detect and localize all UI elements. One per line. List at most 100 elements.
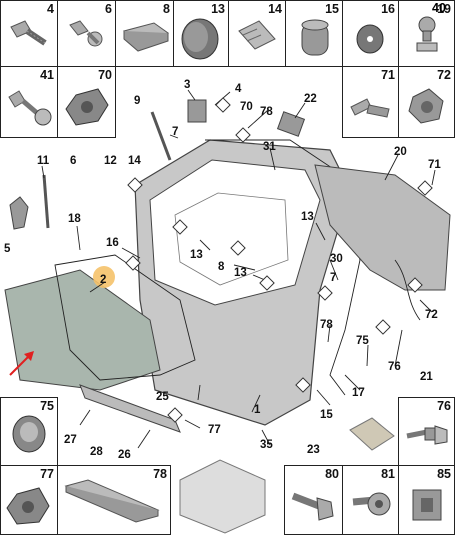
- torx-bolt-icon: [352, 492, 391, 516]
- bracket-22: [276, 111, 306, 137]
- part-number: 77: [40, 467, 54, 481]
- callout: 13: [301, 211, 314, 223]
- callout: 21: [420, 371, 433, 383]
- callout: 35: [260, 439, 273, 451]
- ball-joint-icon: [8, 90, 52, 126]
- callout: 28: [90, 446, 103, 458]
- rivet-clip-icon: [408, 88, 444, 124]
- part-cell-80[interactable]: 80: [284, 465, 343, 535]
- nut-icon: [65, 88, 109, 126]
- callout: 3: [184, 79, 190, 91]
- part-cell-19[interactable]: 19: [398, 0, 455, 67]
- part-number: 15: [325, 2, 339, 16]
- part-number: 75: [40, 399, 54, 413]
- callout: 12: [104, 155, 117, 167]
- part-number: 72: [437, 68, 451, 82]
- callout: 78: [260, 106, 273, 118]
- ball-stud-icon: [416, 16, 438, 52]
- callout: 70: [240, 101, 253, 113]
- foam-pad-icon: [122, 22, 170, 52]
- clip-kit-35: [179, 459, 266, 534]
- nut-icon: [6, 487, 50, 525]
- part-cell-72[interactable]: 72: [398, 66, 455, 138]
- callout: 71: [428, 159, 441, 171]
- part-cell-41[interactable]: 41: [0, 66, 58, 138]
- callout: 8: [218, 261, 225, 273]
- callout: 22: [304, 93, 317, 105]
- part-cell-14[interactable]: 14: [228, 0, 286, 67]
- callout: 76: [388, 361, 401, 373]
- callout: 72: [425, 309, 438, 321]
- callout: 14: [128, 155, 141, 167]
- wiring-cable: [394, 259, 421, 321]
- callout: 9: [134, 95, 140, 107]
- callout: 2: [100, 274, 106, 286]
- callout: 30: [330, 253, 343, 265]
- part-number: 80: [325, 467, 339, 481]
- part-number: 76: [437, 399, 451, 413]
- gas-strut: [150, 111, 172, 161]
- callout: 23: [307, 444, 320, 456]
- trim-panel: [314, 164, 451, 291]
- hardware-23: [349, 417, 395, 451]
- part-cell-77[interactable]: 77: [0, 465, 58, 535]
- callout: 25: [156, 391, 169, 403]
- part-cell-6[interactable]: 6: [57, 0, 116, 67]
- bracket-3: [187, 99, 207, 123]
- part-cell-4[interactable]: 4: [0, 0, 58, 67]
- callout: 17: [352, 387, 365, 399]
- callout: 31: [263, 141, 276, 153]
- grommet-icon: [12, 415, 46, 453]
- number-plate-lamp-trim: [79, 384, 181, 433]
- callout: 11: [37, 155, 50, 167]
- part-cell-75[interactable]: 75: [0, 397, 58, 466]
- clip-icon: [238, 20, 276, 50]
- part-number: 19: [437, 2, 451, 16]
- push-clip-icon: [350, 98, 390, 118]
- callout: 15: [320, 409, 333, 421]
- callout: 4: [235, 83, 242, 95]
- part-number: 71: [381, 68, 395, 82]
- callout: 78: [320, 319, 333, 331]
- highlight-marker: [93, 266, 115, 288]
- callout: 18: [68, 213, 81, 225]
- callout: 13: [190, 249, 203, 261]
- rear-glass: [4, 269, 161, 391]
- cap-icon: [181, 18, 219, 60]
- hinge: [9, 196, 29, 230]
- part-number: 41: [40, 68, 54, 82]
- part-number: 85: [437, 467, 451, 481]
- part-cell-85[interactable]: 85: [398, 465, 455, 535]
- callout: 13: [234, 267, 247, 279]
- part-cell-78[interactable]: 78: [57, 465, 171, 535]
- part-cell-81[interactable]: 81: [342, 465, 399, 535]
- callout: 7: [330, 272, 336, 284]
- callout: 5: [4, 243, 11, 255]
- red-arrow: [9, 354, 31, 376]
- part-cell-70[interactable]: 70: [57, 66, 116, 138]
- bolt-icon: [406, 425, 448, 445]
- callout: 20: [394, 146, 407, 158]
- bolt-icon: [291, 492, 334, 521]
- part-number: 16: [381, 2, 395, 16]
- part-cell-15[interactable]: 15: [285, 0, 343, 67]
- seal-31: [205, 139, 361, 396]
- part-number: 81: [381, 467, 395, 481]
- part-cell-8[interactable]: 8: [115, 0, 174, 67]
- screw-icon: [10, 20, 47, 46]
- gas-strut-11: [42, 174, 50, 229]
- part-number: 13: [211, 2, 225, 16]
- part-cell-13[interactable]: 13: [173, 0, 229, 67]
- callout: 26: [118, 449, 131, 461]
- part-cell-71[interactable]: 71: [342, 66, 399, 138]
- callout: 75: [356, 335, 369, 347]
- part-number: 70: [98, 68, 112, 82]
- washer-icon: [356, 24, 384, 54]
- part-number: 8: [163, 2, 170, 16]
- plug-icon: [301, 19, 329, 56]
- part-number-40: 40: [432, 1, 446, 15]
- callout: 77: [208, 424, 221, 436]
- callout: 7: [172, 126, 178, 138]
- callout: 6: [70, 155, 76, 167]
